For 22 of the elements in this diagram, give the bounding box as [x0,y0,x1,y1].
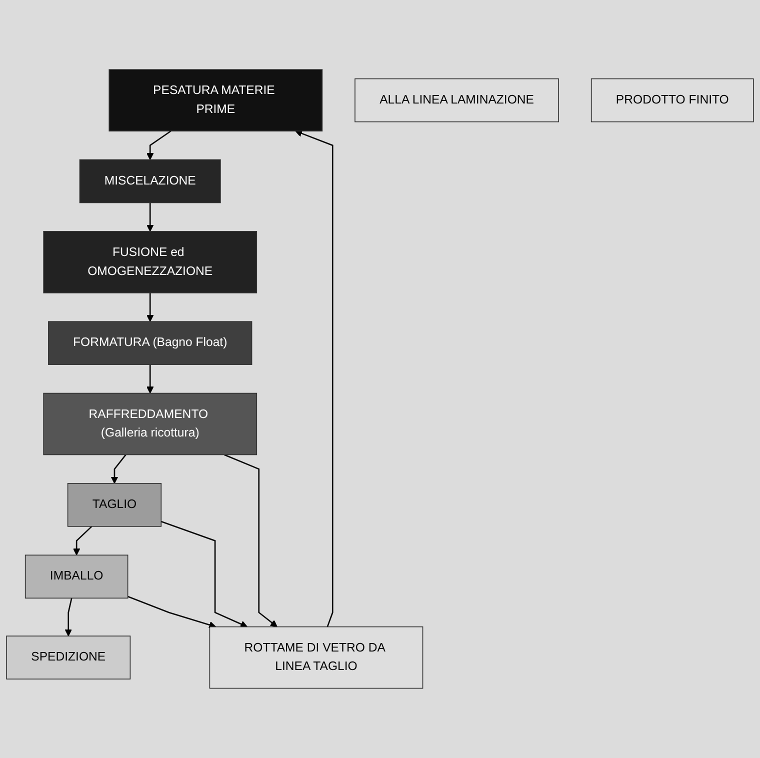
node-box: SPEDIZIONE [6,636,131,680]
arrow [224,454,278,628]
node-box: FUSIONE ed OMOGENEZZAZIONE [43,231,258,294]
arrow [128,596,216,628]
node-box: TAGLIO [67,483,162,527]
arrow [295,130,334,628]
node-box: IMBALLO [24,554,128,599]
arrow [160,521,248,628]
node-box: MISCELAZIONE [79,159,221,204]
arrow [146,202,154,232]
arrow [146,130,172,160]
node-box: FORMATURA (Bagno Float) [48,321,252,366]
node-box: PRODOTTO FINITO [590,78,754,122]
arrow [146,364,154,394]
node-box: PESATURA MATERIE PRIME [108,69,323,132]
arrow [146,292,154,322]
node-box: ALLA LINEA LAMINAZIONE [354,78,559,122]
node-box: ROTTAME DI VETRO DA LINEA TAGLIO [209,626,424,689]
arrow [110,454,126,484]
arrow [72,526,92,556]
arrow [64,598,72,636]
node-box: RAFFREDDAMENTO (Galleria ricottura) [43,392,258,456]
